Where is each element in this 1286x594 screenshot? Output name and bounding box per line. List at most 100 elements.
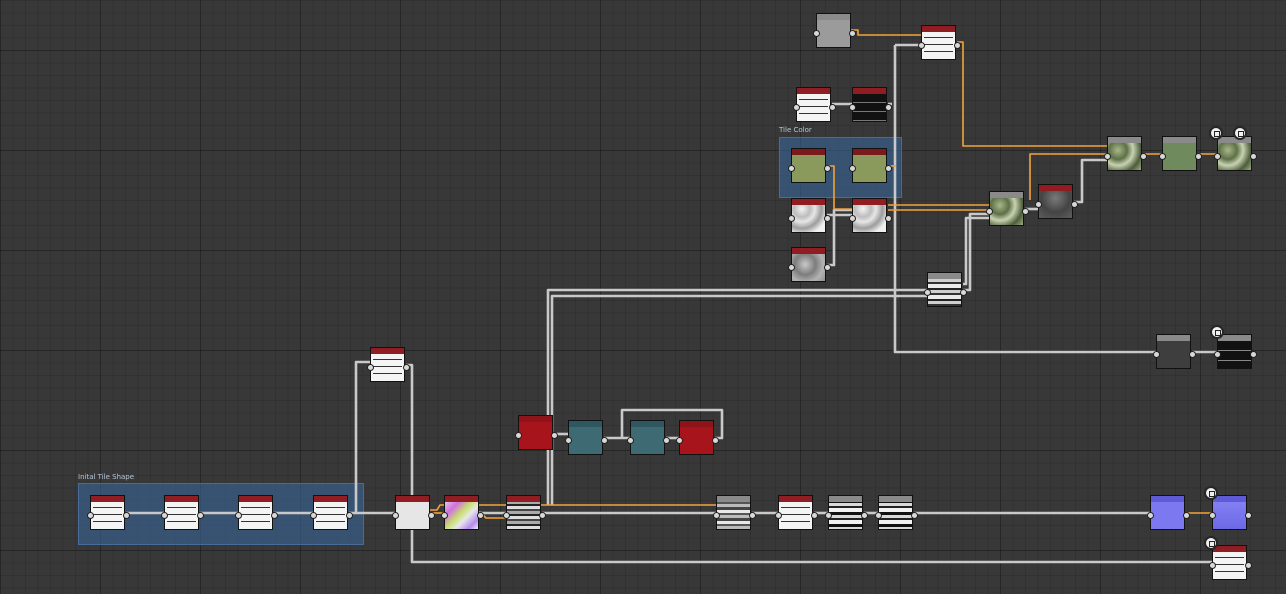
- node-shape-4[interactable]: [313, 495, 348, 530]
- input-pin[interactable]: [441, 512, 448, 519]
- node-teal-b[interactable]: [630, 420, 665, 455]
- input-pin[interactable]: [310, 512, 317, 519]
- output-pin[interactable]: [551, 432, 558, 439]
- output-pin[interactable]: [885, 104, 892, 111]
- node-shape-1[interactable]: [90, 495, 125, 530]
- output-pin[interactable]: [861, 512, 868, 519]
- node-blend-top[interactable]: [921, 25, 956, 60]
- output-pin[interactable]: [539, 512, 546, 519]
- output-pin[interactable]: [1022, 208, 1029, 215]
- node-normal[interactable]: [1150, 495, 1185, 530]
- input-pin[interactable]: [875, 512, 882, 519]
- preview-badge-icon[interactable]: [1210, 325, 1224, 339]
- node-camo-blend-a[interactable]: [989, 191, 1024, 226]
- input-pin[interactable]: [775, 512, 782, 519]
- output-pin[interactable]: [1183, 512, 1190, 519]
- preview-badge-icon[interactable]: [1233, 126, 1247, 140]
- node-shape-3[interactable]: [238, 495, 273, 530]
- node-noise-b[interactable]: [852, 198, 887, 233]
- node-transform-c[interactable]: [778, 495, 813, 530]
- node-uniform-red-b[interactable]: [679, 420, 714, 455]
- output-pin[interactable]: [1250, 351, 1257, 358]
- output-pin[interactable]: [829, 104, 836, 111]
- output-pin[interactable]: [824, 165, 831, 172]
- output-pin[interactable]: [601, 437, 608, 444]
- node-tile-color-base[interactable]: [791, 148, 826, 183]
- input-pin[interactable]: [825, 512, 832, 519]
- output-pin[interactable]: [885, 215, 892, 222]
- node-shape-2[interactable]: [164, 495, 199, 530]
- input-pin[interactable]: [1209, 562, 1216, 569]
- node-output-height[interactable]: [1212, 545, 1247, 580]
- output-pin[interactable]: [123, 512, 130, 519]
- output-pin[interactable]: [712, 437, 719, 444]
- output-pin[interactable]: [1140, 153, 1147, 160]
- output-pin[interactable]: [477, 512, 484, 519]
- node-output-roughness[interactable]: [1217, 334, 1252, 369]
- input-pin[interactable]: [849, 165, 856, 172]
- input-pin[interactable]: [788, 165, 795, 172]
- input-pin[interactable]: [1214, 153, 1221, 160]
- input-pin[interactable]: [788, 264, 795, 271]
- input-pin[interactable]: [1214, 351, 1221, 358]
- input-pin[interactable]: [503, 512, 510, 519]
- node-output-basecolor[interactable]: [1217, 136, 1252, 171]
- input-pin[interactable]: [1147, 512, 1154, 519]
- input-pin[interactable]: [161, 512, 168, 519]
- node-noise-c[interactable]: [791, 247, 826, 282]
- input-pin[interactable]: [87, 512, 94, 519]
- output-pin[interactable]: [824, 215, 831, 222]
- output-pin[interactable]: [960, 289, 967, 296]
- node-noise-a[interactable]: [791, 198, 826, 233]
- output-pin[interactable]: [271, 512, 278, 519]
- input-pin[interactable]: [924, 289, 931, 296]
- input-pin[interactable]: [676, 437, 683, 444]
- node-flood-fill[interactable]: [444, 495, 479, 530]
- node-bricks-c[interactable]: [828, 495, 863, 530]
- input-pin[interactable]: [793, 104, 800, 111]
- output-pin[interactable]: [749, 512, 756, 519]
- node-uniform-red-a[interactable]: [518, 415, 553, 450]
- output-pin[interactable]: [849, 30, 856, 37]
- node-tile-color-tint[interactable]: [852, 148, 887, 183]
- input-pin[interactable]: [1104, 153, 1111, 160]
- input-pin[interactable]: [565, 437, 572, 444]
- output-pin[interactable]: [1071, 201, 1078, 208]
- output-pin[interactable]: [824, 264, 831, 271]
- input-pin[interactable]: [849, 215, 856, 222]
- output-pin[interactable]: [1245, 562, 1252, 569]
- output-pin[interactable]: [428, 512, 435, 519]
- preview-badge-icon[interactable]: [1204, 536, 1218, 550]
- node-bricks[interactable]: [506, 495, 541, 530]
- node-transform-b[interactable]: [370, 347, 405, 382]
- output-pin[interactable]: [1195, 153, 1202, 160]
- input-pin[interactable]: [367, 364, 374, 371]
- output-pin[interactable]: [1245, 512, 1252, 519]
- input-pin[interactable]: [392, 512, 399, 519]
- input-pin[interactable]: [1153, 351, 1160, 358]
- input-pin[interactable]: [813, 30, 820, 37]
- input-pin[interactable]: [713, 512, 720, 519]
- node-blend-mid[interactable]: [395, 495, 430, 530]
- input-pin[interactable]: [627, 437, 634, 444]
- node-pattern-mix[interactable]: [927, 272, 962, 307]
- input-pin[interactable]: [515, 432, 522, 439]
- input-pin[interactable]: [849, 104, 856, 111]
- output-pin[interactable]: [346, 512, 353, 519]
- input-pin[interactable]: [918, 42, 925, 49]
- input-pin[interactable]: [1035, 201, 1042, 208]
- node-levels-dark[interactable]: [852, 87, 887, 122]
- output-pin[interactable]: [1189, 351, 1196, 358]
- node-bricks-b[interactable]: [716, 495, 751, 530]
- node-bricks-d[interactable]: [878, 495, 913, 530]
- input-pin[interactable]: [1159, 153, 1166, 160]
- output-pin[interactable]: [811, 512, 818, 519]
- input-pin[interactable]: [235, 512, 242, 519]
- output-pin[interactable]: [197, 512, 204, 519]
- output-pin[interactable]: [403, 364, 410, 371]
- input-pin[interactable]: [1209, 512, 1216, 519]
- node-grunge[interactable]: [1038, 184, 1073, 219]
- output-badge-icon[interactable]: [1209, 126, 1223, 140]
- node-uniform-dark[interactable]: [1156, 334, 1191, 369]
